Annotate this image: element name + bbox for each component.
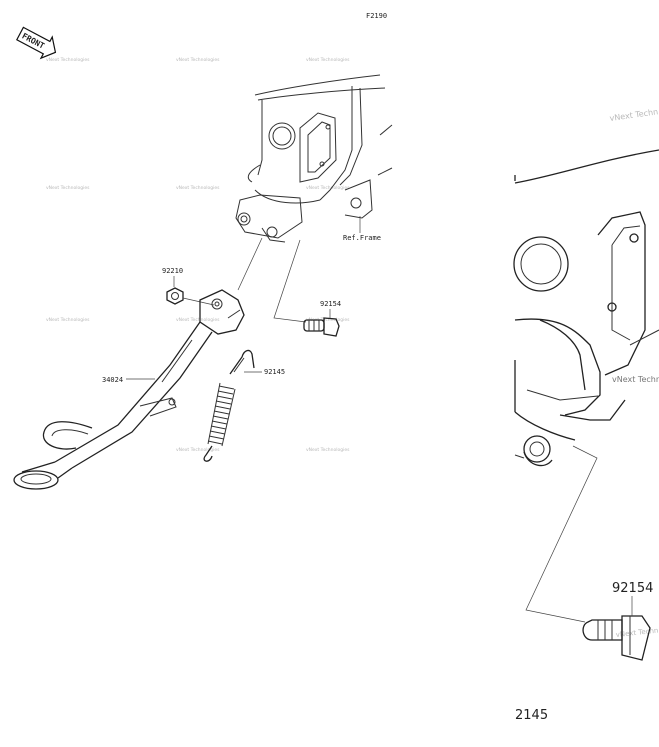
- side-stand-34024: [13, 289, 245, 490]
- front-arrow-icon: FRONT: [16, 26, 57, 60]
- part-label-92210: 92210: [162, 267, 183, 275]
- watermark-group: vNext Technologies vNext Technologies vN…: [46, 57, 350, 453]
- svg-text:vNext Technologies: vNext Technologies: [176, 447, 220, 453]
- part-label-92154: 92154: [320, 300, 341, 308]
- part-label-34024: 34024: [102, 376, 123, 384]
- svg-text:vNext Techn: vNext Techn: [612, 375, 659, 384]
- frame-section: [235, 74, 393, 243]
- svg-text:vNext Technologies: vNext Technologies: [176, 57, 220, 63]
- figure-code: F2190: [366, 12, 387, 20]
- svg-text:vNext Technologies: vNext Technologies: [46, 317, 90, 323]
- part-label-92145: 92145: [264, 368, 285, 376]
- zoom-part-label-partial: 2145: [515, 708, 548, 723]
- svg-text:vNext Technologies: vNext Technologies: [176, 185, 220, 191]
- svg-text:vNext Techn: vNext Techn: [609, 107, 659, 123]
- bolt-92154: [303, 317, 340, 337]
- spring-92145: [203, 349, 255, 462]
- svg-text:vNext Technologies: vNext Technologies: [306, 317, 350, 323]
- zoom-part-label-92154: 92154: [612, 581, 653, 596]
- svg-text:vNext Technologies: vNext Technologies: [306, 57, 350, 63]
- ref-frame-label: Ref.Frame: [343, 234, 381, 242]
- svg-text:vNext Technologies: vNext Technologies: [176, 317, 220, 323]
- svg-text:vNext Technologies: vNext Technologies: [306, 185, 350, 191]
- svg-text:vNext Technologies: vNext Technologies: [46, 57, 90, 63]
- nut-92210: [166, 287, 184, 305]
- zoom-detail: vNext Techn vNext Techn vNext Techn: [513, 107, 659, 723]
- svg-text:vNext Technologies: vNext Technologies: [306, 447, 350, 453]
- zoom-bolt-92154: [582, 615, 651, 661]
- svg-text:vNext Technologies: vNext Technologies: [46, 185, 90, 191]
